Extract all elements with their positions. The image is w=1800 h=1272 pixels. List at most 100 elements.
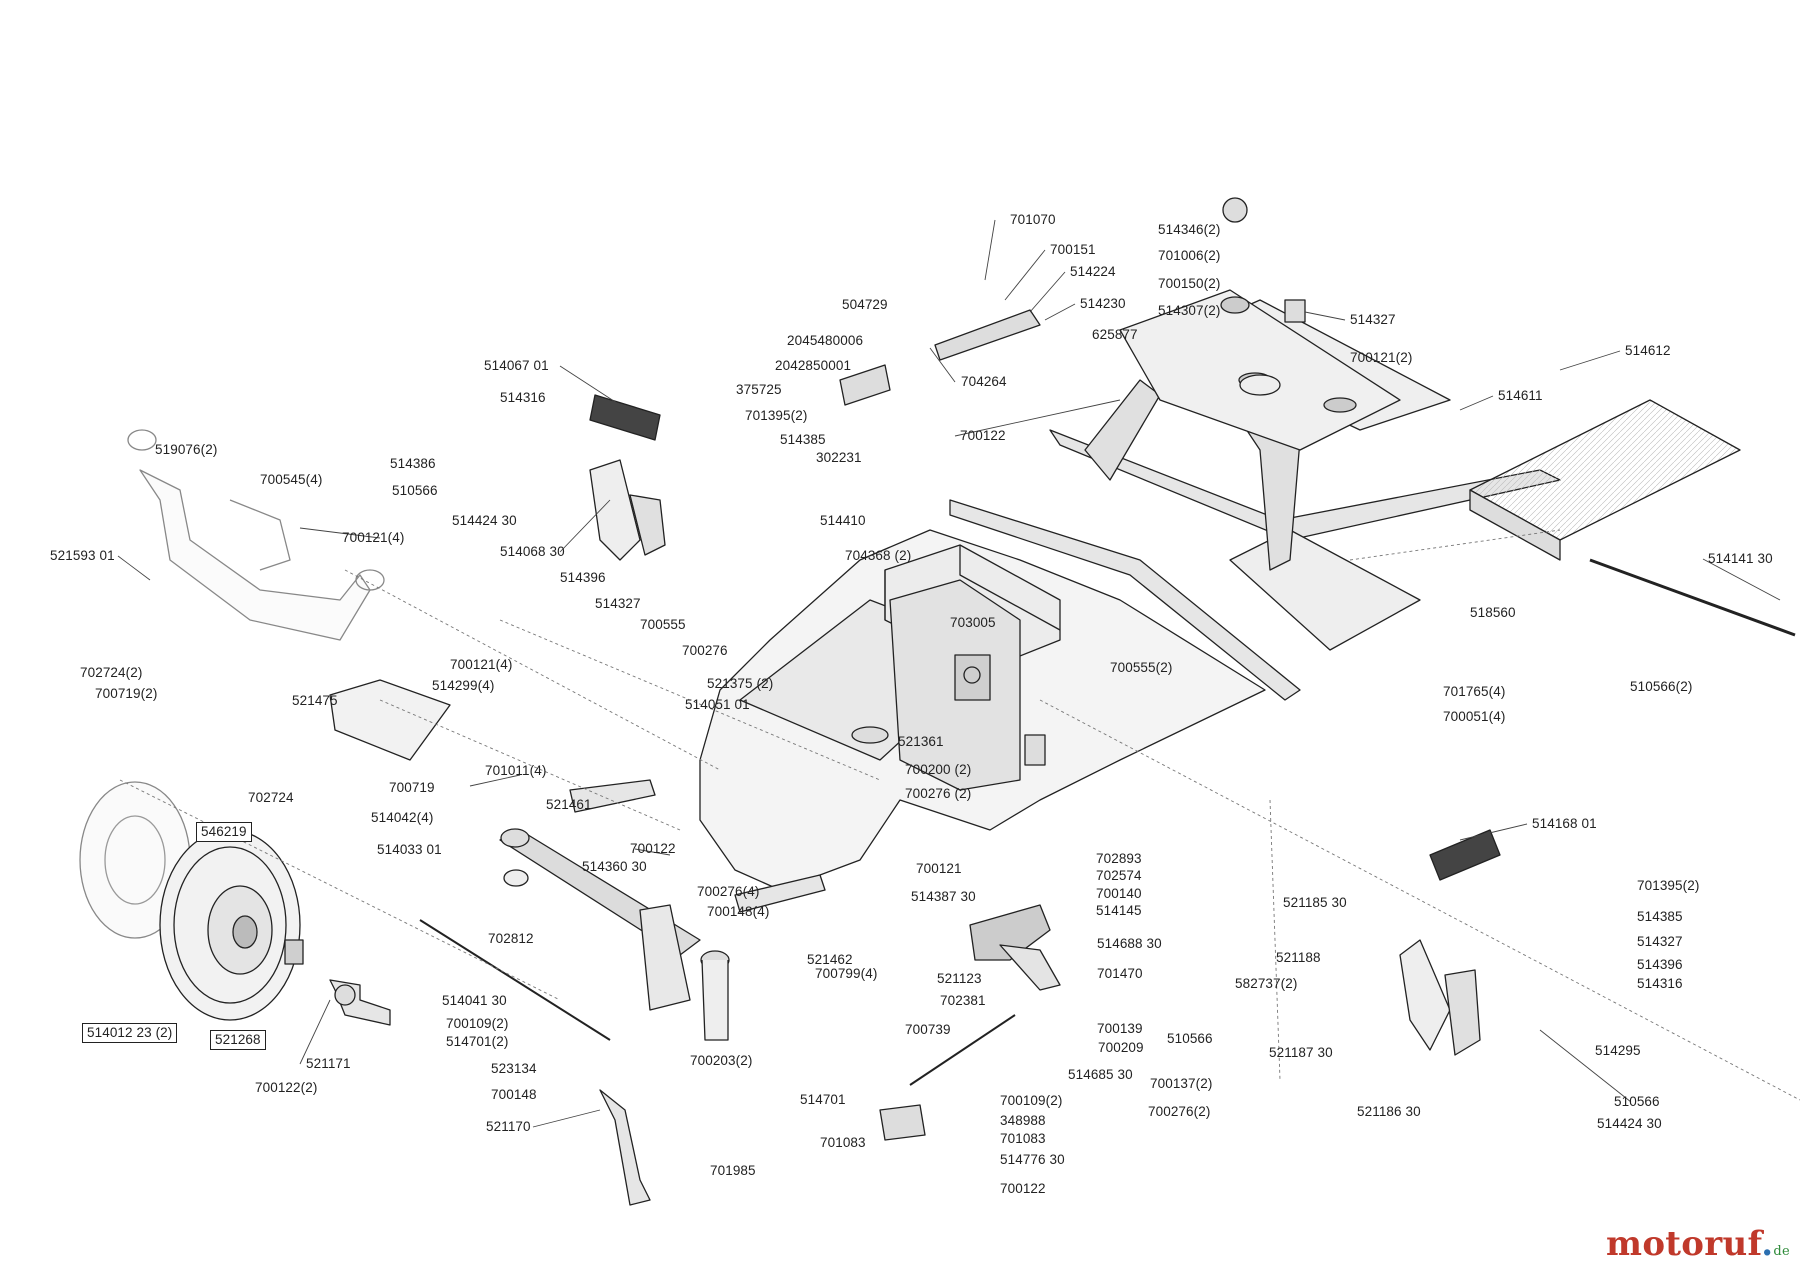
part-number-label: 521461 xyxy=(546,797,592,812)
part-number-label: 514776 30 xyxy=(1000,1152,1065,1167)
part-number-label: 2042850001 xyxy=(775,358,852,373)
part-number-label: 701765(4) xyxy=(1443,684,1506,699)
steering-sector xyxy=(969,904,1051,961)
part-number-label: 701070 xyxy=(1010,212,1056,227)
leader-line xyxy=(299,527,381,539)
part-number-label: 702893 xyxy=(1096,851,1142,866)
throttle-lever xyxy=(934,309,1041,361)
part-number-label: 700121 xyxy=(916,861,962,876)
part-number-label: 514051 01 xyxy=(685,697,750,712)
part-number-label: 700109(2) xyxy=(1000,1093,1063,1108)
part-number-label: 518560 xyxy=(1470,605,1516,620)
part-number-label: 514041 30 xyxy=(442,993,507,1008)
part-number-label: 700122(2) xyxy=(255,1080,318,1095)
part-number-label: 700739 xyxy=(905,1022,951,1037)
part-number-label: 700555 xyxy=(640,617,686,632)
watermark-logo: motoruf.de xyxy=(1606,1224,1790,1264)
part-number-label: 514145 xyxy=(1096,903,1142,918)
pedal-arm-right xyxy=(1399,939,1451,1051)
part-number-label: 700276 (2) xyxy=(905,786,972,801)
part-number-label: 514295 xyxy=(1595,1043,1641,1058)
part-number-label: 625877 xyxy=(1092,327,1138,342)
part-number-label: 519076(2) xyxy=(155,442,218,457)
pedal-arm-left xyxy=(589,459,641,561)
part-number-label: 700203(2) xyxy=(690,1053,753,1068)
part-number-label: 514316 xyxy=(500,390,546,405)
part-number-label: 521268 xyxy=(210,1030,266,1050)
part-number-label: 523134 xyxy=(491,1061,537,1076)
frame-rail-left xyxy=(949,499,1301,701)
pedal-pad-left xyxy=(589,394,661,441)
part-number-label: 521361 xyxy=(898,734,944,749)
part-number-label: 514316 xyxy=(1637,976,1683,991)
leader-line xyxy=(954,399,1121,437)
leader-line xyxy=(1459,395,1494,411)
part-number-label: 514612 xyxy=(1625,343,1671,358)
part-number-label: 514042(4) xyxy=(371,810,434,825)
leader-line xyxy=(532,1109,601,1128)
part-number-label: 510566 xyxy=(1614,1094,1660,1109)
part-number-label: 510566 xyxy=(1167,1031,1213,1046)
part-number-label: 700545(4) xyxy=(260,472,323,487)
part-number-label: 514299(4) xyxy=(432,678,495,693)
part-number-label: 521185 30 xyxy=(1283,895,1347,910)
part-number-label: 701083 xyxy=(820,1135,866,1150)
part-number-label: 703005 xyxy=(950,615,996,630)
part-number-label: 546219 xyxy=(196,822,252,842)
part-number-label: 514396 xyxy=(560,570,606,585)
leader-line xyxy=(1004,249,1046,301)
part-number-label: 700276(4) xyxy=(697,884,760,899)
part-number-label: 514327 xyxy=(1637,934,1683,949)
part-number-label: 514701 xyxy=(800,1092,846,1107)
part-number-label: 521188 xyxy=(1276,950,1321,965)
part-number-label: 510566(2) xyxy=(1630,679,1693,694)
part-number-label: 702812 xyxy=(488,931,534,946)
part-number-label: 514386 xyxy=(390,456,436,471)
part-number-label: 700200 (2) xyxy=(905,762,972,777)
part-number-label: 700122 xyxy=(1000,1181,1046,1196)
part-number-label: 704368 (2) xyxy=(845,548,912,563)
drag-link xyxy=(909,1014,1016,1086)
part-number-label: 514424 30 xyxy=(1597,1116,1662,1131)
part-number-label: 700276 xyxy=(682,643,728,658)
leader-line xyxy=(559,365,621,406)
part-number-label: 514012 23 (2) xyxy=(82,1023,178,1043)
leader-line xyxy=(559,499,611,553)
part-number-label: 700799(4) xyxy=(815,966,878,981)
part-number-label: 521186 30 xyxy=(1357,1104,1421,1119)
part-number-label: 514385 xyxy=(1637,909,1683,924)
part-number-label: 700150(2) xyxy=(1158,276,1221,291)
part-number-label: 514688 30 xyxy=(1097,936,1162,951)
part-number-label: 521593 01 xyxy=(50,548,115,563)
part-number-label: 701985 xyxy=(710,1163,756,1178)
part-number-label: 514685 30 xyxy=(1068,1067,1133,1082)
part-number-label: 514224 xyxy=(1070,264,1116,279)
part-number-label: 521475 xyxy=(292,693,338,708)
part-number-label: 521170 xyxy=(486,1119,531,1134)
part-number-label: 521187 30 xyxy=(1269,1045,1333,1060)
part-number-label: 700121(4) xyxy=(342,530,405,545)
leader-line xyxy=(117,555,151,581)
part-number-label: 521123 xyxy=(937,971,982,986)
part-number-label: 700121(2) xyxy=(1350,350,1413,365)
leader-line xyxy=(1459,823,1528,841)
front-bumper xyxy=(139,469,371,641)
part-number-label: 514141 30 xyxy=(1708,551,1773,566)
leader-line xyxy=(1044,303,1076,321)
part-number-label: 582737(2) xyxy=(1235,976,1298,991)
part-number-label: 514346(2) xyxy=(1158,222,1221,237)
part-number-label: 700140 xyxy=(1096,886,1142,901)
part-number-label: 348988 xyxy=(1000,1113,1046,1128)
leader-line xyxy=(634,848,671,856)
part-number-label: 521462 xyxy=(807,952,853,967)
part-number-label: 700555(2) xyxy=(1110,660,1173,675)
part-number-label: 700148(4) xyxy=(707,904,770,919)
part-number-label: 701011(4) xyxy=(485,763,547,778)
part-number-label: 702574 xyxy=(1096,868,1142,883)
part-number-label: 514410 xyxy=(820,513,866,528)
part-number-label: 302231 xyxy=(816,450,862,465)
part-number-label: 521375 (2) xyxy=(707,676,774,691)
leader-line xyxy=(1702,558,1781,601)
leader-line xyxy=(1304,311,1346,321)
